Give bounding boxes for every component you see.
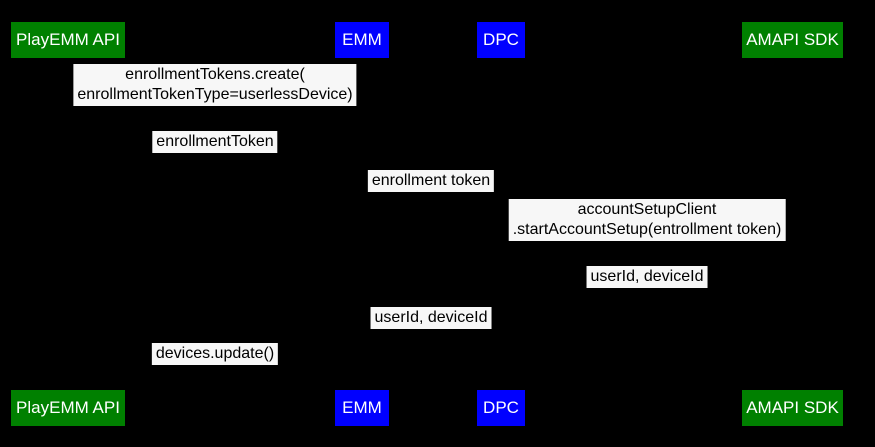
message-line: userId, deviceId	[590, 268, 704, 285]
message-enrollment-tokens-create: enrollmentTokens.create( enrollmentToken…	[73, 64, 357, 106]
actor-playemm-api-top: PlayEMM API	[11, 22, 125, 58]
message-line: accountSetupClient	[577, 201, 717, 218]
message-userid-deviceid-2: userId, deviceId	[370, 307, 492, 329]
message-line: enrollmentTokens.create(	[125, 66, 305, 83]
actor-dpc-bottom: DPC	[477, 390, 525, 426]
actor-amapi-sdk-bottom: AMAPI SDK	[742, 390, 843, 426]
actor-amapi-sdk-top: AMAPI SDK	[742, 22, 843, 58]
actor-playemm-api-bottom: PlayEMM API	[11, 390, 125, 426]
message-line: devices.update()	[155, 345, 275, 362]
message-line: enrollment token	[371, 172, 491, 189]
message-enrollment-token-return: enrollmentToken	[152, 131, 278, 153]
actor-emm-top: EMM	[335, 22, 389, 58]
message-line: enrollmentTokenType=userlessDevice)	[77, 86, 353, 103]
actor-emm-bottom: EMM	[335, 390, 389, 426]
message-userid-deviceid-1: userId, deviceId	[586, 266, 708, 288]
actor-dpc-top: DPC	[477, 22, 525, 58]
message-start-account-setup: accountSetupClient .startAccountSetup(en…	[508, 199, 786, 241]
message-line: userId, deviceId	[374, 309, 488, 326]
message-enrollment-token: enrollment token	[367, 170, 495, 192]
message-line: enrollmentToken	[156, 133, 274, 150]
message-devices-update: devices.update()	[151, 343, 279, 365]
message-line: .startAccountSetup(entrollment token)	[512, 221, 782, 238]
